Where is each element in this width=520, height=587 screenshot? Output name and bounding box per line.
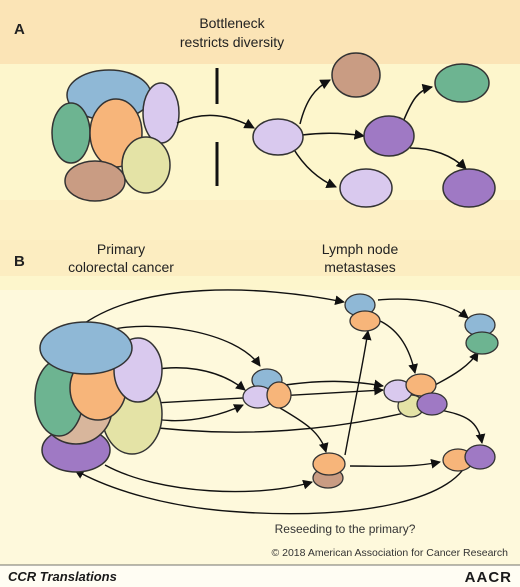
copyright: © 2018 American Association for Cancer R… (271, 547, 508, 559)
panel-b-letter: B (14, 253, 25, 270)
descendant-dark-purple (442, 168, 496, 208)
lymph-label-line2: metastases (324, 259, 396, 275)
metastasis-top-right (464, 313, 499, 355)
descendant-brown (331, 52, 381, 98)
metastasis-lower (312, 452, 346, 489)
descendant-purple (363, 115, 415, 157)
metastasis-lower-right (442, 444, 496, 472)
clone-brown (64, 160, 126, 202)
primary-label-line1: Primary (97, 241, 145, 257)
panel-b-primary-tumor (34, 321, 163, 473)
aacr-logo: AACR (465, 569, 512, 586)
primary-clone-blue (39, 321, 133, 375)
panel-a-letter: A (14, 21, 25, 38)
descendant-green (434, 63, 490, 103)
lymph-label-line1: Lymph node (322, 241, 399, 257)
panel-a-tumor-cluster (51, 69, 180, 202)
footer-journal-title: CCR Translations (8, 569, 117, 584)
panel-a-arrows (176, 79, 467, 189)
panel-a-title-line2: restricts diversity (180, 34, 284, 50)
descendant-light-purple (339, 168, 393, 208)
reseeding-caption: Reseeding to the primary? (275, 522, 416, 536)
metastasis-top (344, 293, 381, 332)
primary-label-line2: colorectal cancer (68, 259, 174, 275)
panel-a-descendants (252, 52, 496, 208)
clone-purple (142, 82, 180, 144)
clone-green (51, 102, 91, 164)
clone-olive (121, 136, 171, 194)
footer-band (0, 565, 520, 587)
metastasis-middle (242, 368, 292, 409)
founder-cell (252, 118, 304, 156)
metastasis-middle-right (383, 373, 448, 418)
panel-a-title-line1: Bottleneck (199, 15, 265, 31)
panel-a-header-band (0, 0, 520, 64)
